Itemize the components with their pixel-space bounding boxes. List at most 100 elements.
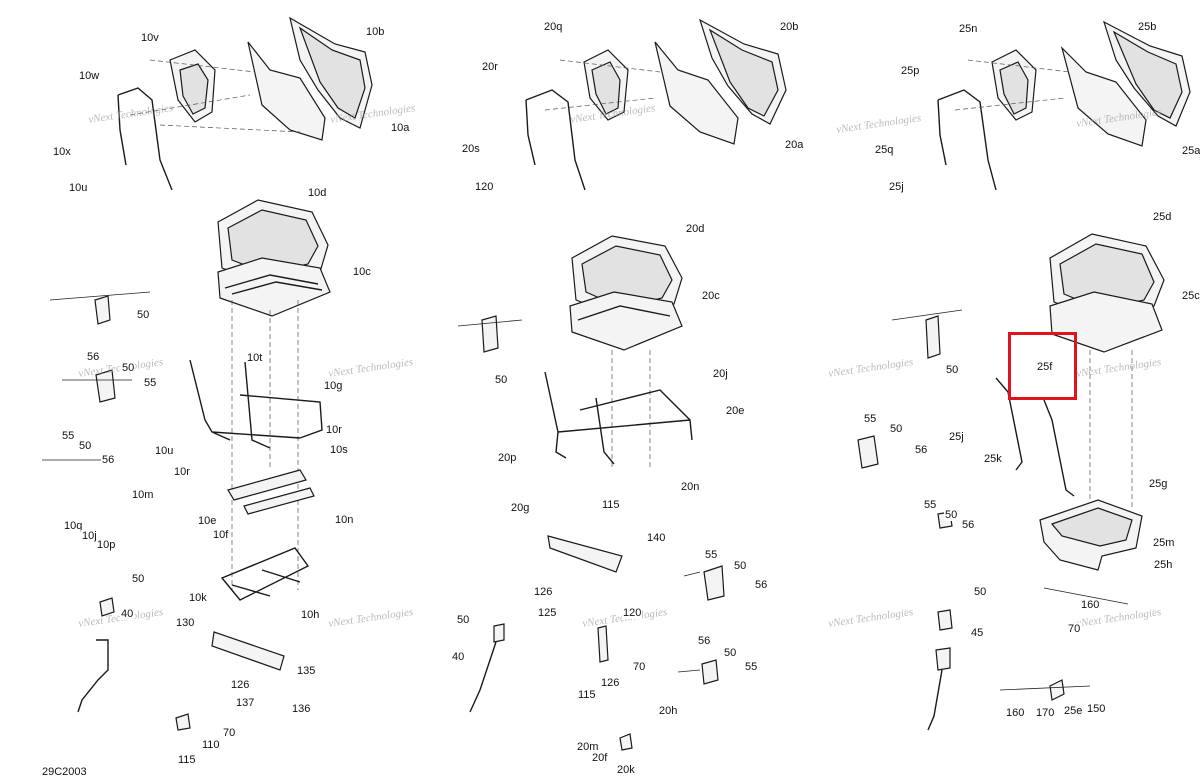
callout-20f: 20f	[591, 752, 609, 764]
callout-115: 115	[577, 689, 597, 701]
callout-50: 50	[456, 614, 471, 626]
callout-70: 70	[632, 661, 647, 673]
callout-10v: 10v	[140, 32, 160, 44]
callout-25b: 25b	[1137, 21, 1158, 33]
callout-20s: 20s	[461, 143, 481, 155]
callout-120: 120	[622, 607, 643, 619]
callout-10s: 10s	[329, 444, 349, 456]
callout-10m: 10m	[131, 489, 155, 501]
callout-20q: 20q	[543, 21, 564, 33]
callout-125: 125	[537, 607, 558, 619]
callout-10d: 10d	[307, 187, 328, 199]
callout-50: 50	[121, 362, 136, 374]
callout-20d: 20d	[685, 223, 706, 235]
callout-10n: 10n	[334, 514, 355, 526]
left-backrest-group	[117, 16, 373, 191]
callout-50: 50	[944, 509, 959, 521]
callout-10w: 10w	[78, 70, 101, 82]
callout-10r: 10r	[173, 466, 191, 478]
callout-126: 126	[230, 679, 251, 691]
callout-20r: 20r	[481, 61, 499, 73]
callout-56: 56	[961, 519, 976, 531]
callout-20g: 20g	[510, 502, 531, 514]
callout-45: 45	[970, 627, 985, 639]
callout-20m: 20m	[576, 741, 600, 753]
callout-55: 55	[704, 549, 719, 561]
callout-50: 50	[889, 423, 904, 435]
right-backrest-group	[937, 20, 1191, 191]
callout-50: 50	[723, 647, 738, 659]
callout-25j: 25j	[888, 181, 905, 193]
callout-56: 56	[86, 351, 101, 363]
callout-50: 50	[78, 440, 93, 452]
callout-70: 70	[222, 727, 237, 739]
middle-frame-group	[457, 315, 725, 751]
callout-130: 130	[175, 617, 196, 629]
callout-20h: 20h	[658, 705, 679, 717]
callout-170: 170	[1035, 707, 1056, 719]
callout-140: 140	[646, 532, 667, 544]
callout-20c: 20c	[701, 290, 721, 302]
callout-10k: 10k	[188, 592, 208, 604]
callout-126: 126	[600, 677, 621, 689]
callout-25p: 25p	[900, 65, 921, 77]
left-frame-group	[42, 291, 323, 731]
callout-110: 110	[201, 739, 221, 751]
callout-25m: 25m	[1152, 537, 1176, 549]
callout-20e: 20e	[725, 405, 746, 417]
callout-20j: 20j	[712, 368, 729, 380]
callout-10b: 10b	[365, 26, 386, 38]
callout-25h: 25h	[1153, 559, 1174, 571]
callout-10q: 10q	[63, 520, 84, 532]
callout-25e: 25e	[1063, 705, 1084, 717]
callout-25q: 25q	[874, 144, 895, 156]
callout-50: 50	[945, 364, 960, 376]
callout-56: 56	[697, 635, 712, 647]
callout-55: 55	[863, 413, 878, 425]
callout-25d: 25d	[1152, 211, 1173, 223]
callout-136: 136	[291, 703, 312, 715]
callout-10e: 10e	[197, 515, 218, 527]
callout-10g: 10g	[323, 380, 344, 392]
callout-20a: 20a	[784, 139, 805, 151]
callout-25g: 25g	[1148, 478, 1169, 490]
callout-20b: 20b	[779, 21, 800, 33]
callout-40: 40	[451, 651, 466, 663]
highlight-box	[1008, 332, 1077, 400]
callout-25f: 25f	[1036, 361, 1054, 373]
left-seat-group	[217, 199, 331, 590]
callout-150: 150	[1086, 703, 1107, 715]
callout-50: 50	[973, 586, 988, 598]
callout-25k: 25k	[983, 453, 1003, 465]
callout-120: 120	[474, 181, 495, 193]
callout-25n: 25n	[958, 23, 979, 35]
callout-50: 50	[136, 309, 151, 321]
callout-25j: 25j	[948, 431, 965, 443]
callout-135: 135	[296, 665, 317, 677]
callout-10r: 10r	[325, 424, 343, 436]
callout-10t: 10t	[246, 352, 264, 364]
callout-126: 126	[533, 586, 554, 598]
callout-10c: 10c	[352, 266, 372, 278]
callout-50: 50	[494, 374, 509, 386]
callout-25a: 25a	[1181, 145, 1200, 157]
callout-10x: 10x	[52, 146, 72, 158]
callout-50: 50	[733, 560, 748, 572]
callout-10h: 10h	[300, 609, 321, 621]
callout-10u: 10u	[68, 182, 89, 194]
callout-20p: 20p	[497, 452, 518, 464]
callout-40: 40	[120, 608, 135, 620]
callout-55: 55	[143, 377, 158, 389]
callout-55: 55	[61, 430, 76, 442]
callout-160: 160	[1005, 707, 1026, 719]
callout-55: 55	[923, 499, 938, 511]
callout-50: 50	[131, 573, 146, 585]
diagram-code: 29C2003	[42, 766, 87, 778]
callout-115: 115	[177, 754, 197, 766]
callout-10f: 10f	[212, 529, 230, 541]
middle-seat-group	[569, 235, 683, 470]
callout-115: 115	[601, 499, 621, 511]
callout-20n: 20n	[680, 481, 701, 493]
